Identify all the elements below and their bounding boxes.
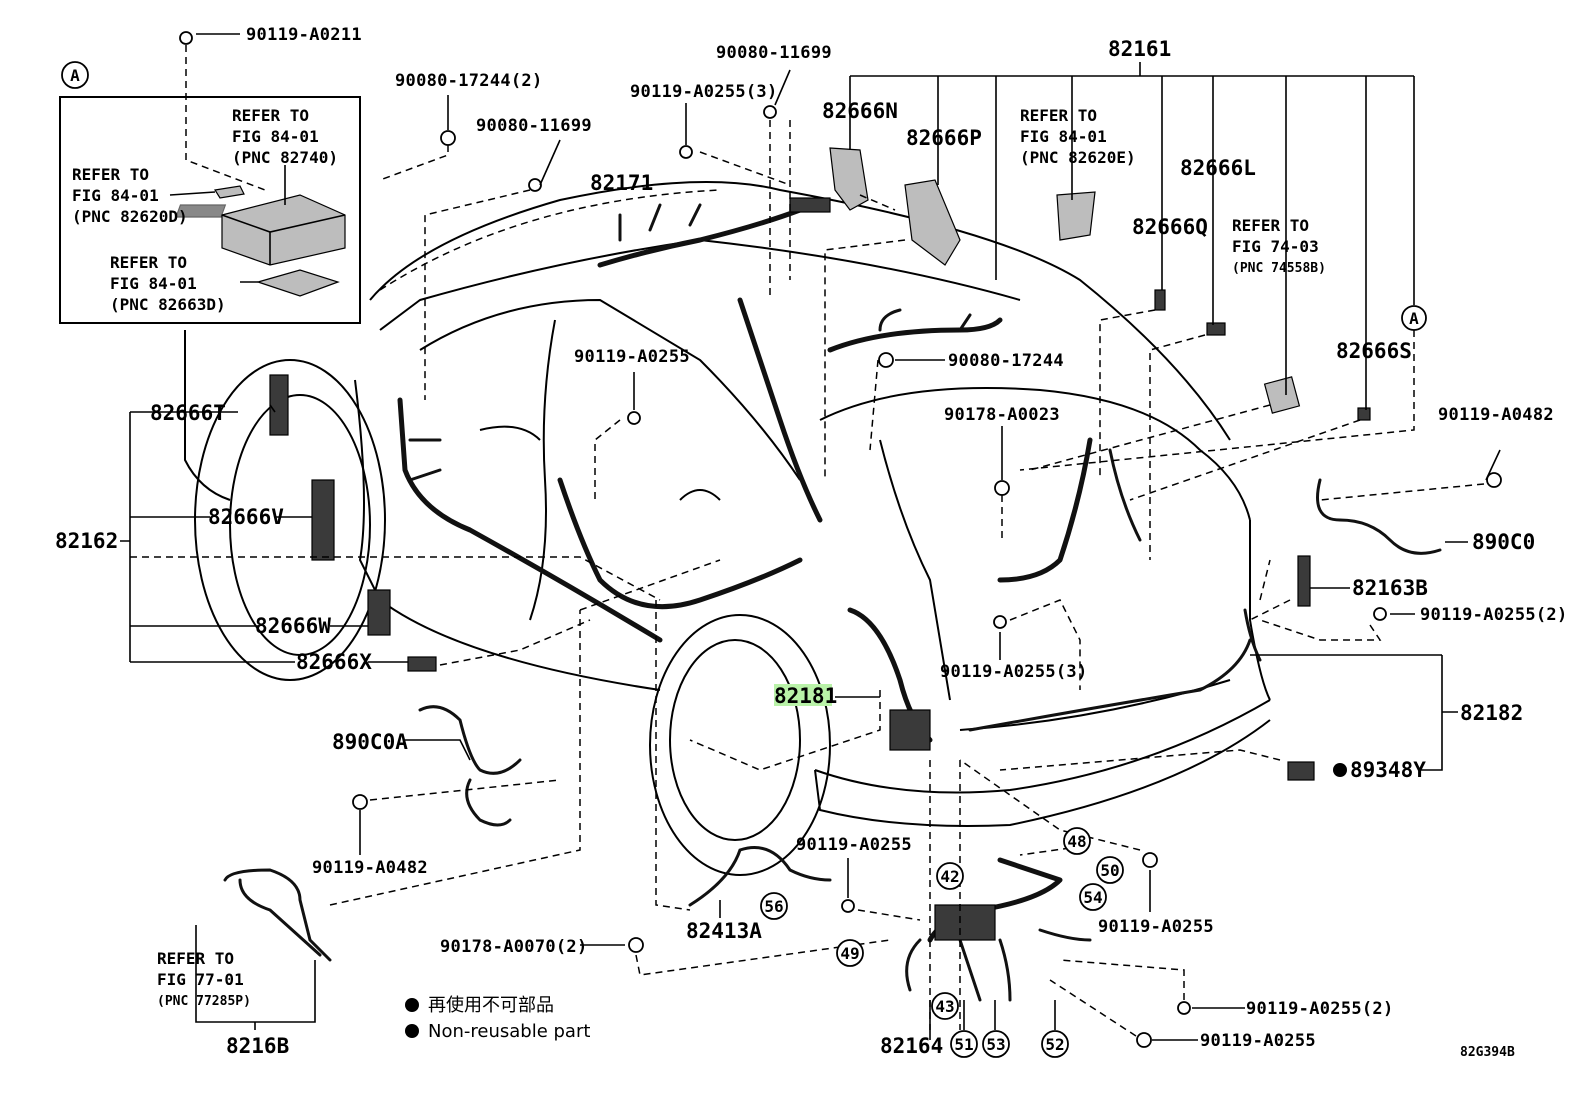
circle-56: 56 — [764, 897, 783, 916]
refer-74558B: REFER TO FIG 74-03 (PNC 74558B) — [1232, 216, 1328, 276]
label-90080-11699-a: 90080-11699 — [476, 116, 592, 136]
leader-lines — [120, 33, 1501, 1041]
inset-ref-82740: REFER TO FIG 84-01 (PNC 82740) — [232, 106, 338, 167]
label-90119-A0482-right: 90119-A0482 — [1438, 405, 1554, 425]
legend: 再使用不可部品 Non-reusable part — [405, 995, 590, 1042]
inset-detail-a: A REFER TO FIG 84-01 (PNC 82740) REFER T… — [59, 61, 361, 324]
label-82666S: 82666S — [1336, 339, 1412, 363]
label-90119-A0255-3-mid: 90119-A0255(3) — [940, 662, 1088, 682]
label-90119-A0255-3-top: 90119-A0255(3) — [630, 82, 778, 102]
label-90119-A0255-low: 90119-A0255 — [796, 835, 912, 855]
legend-dot-jp — [405, 998, 419, 1012]
label-890C0A: 890C0A — [332, 730, 408, 754]
label-82171: 82171 — [590, 171, 653, 195]
label-82666N: 82666N — [822, 99, 898, 123]
circle-48: 48 — [1067, 832, 1086, 851]
circle-42: 42 — [940, 867, 959, 886]
label-890C0: 890C0 — [1472, 530, 1535, 554]
circle-52: 52 — [1045, 1035, 1064, 1054]
legend-en: Non-reusable part — [428, 1021, 590, 1042]
label-82164: 82164 — [880, 1034, 943, 1058]
label-82666T: 82666T — [150, 401, 226, 425]
label-82666P: 82666P — [906, 126, 982, 150]
label-82666W: 82666W — [255, 614, 331, 638]
label-90080-17244: 90080-17244 — [948, 351, 1064, 371]
legend-jp: 再使用不可部品 — [428, 995, 554, 1016]
label-82161: 82161 — [1108, 37, 1171, 61]
wire-harnesses — [223, 197, 1442, 1002]
label-90119-A0255-mid: 90119-A0255 — [574, 347, 690, 367]
label-90119-A0255-bottom: 90119-A0255 — [1200, 1031, 1316, 1051]
marker-a-right-circle — [1401, 305, 1427, 331]
vehicle-body-outline — [184, 181, 1271, 876]
inset-ref-82620D: REFER TO FIG 84-01 (PNC 82620D) — [72, 165, 188, 226]
circle-53: 53 — [986, 1035, 1005, 1054]
marker-a-right: A — [1409, 309, 1419, 328]
non-reusable-dot — [1333, 763, 1347, 777]
label-82163B: 82163B — [1352, 576, 1428, 600]
label-90119-A0255-low-right: 90119-A0255 — [1098, 917, 1214, 937]
label-82666Q: 82666Q — [1132, 215, 1208, 239]
circled-numbers: 48 42 50 54 56 49 43 51 53 52 — [760, 827, 1124, 1058]
label-82666X: 82666X — [296, 650, 372, 674]
diagram-code: 82G394B — [1460, 1045, 1515, 1060]
refer-77285P: REFER TO FIG 77-01 (PNC 77285P) — [157, 949, 253, 1009]
inset-marker: A — [70, 66, 80, 85]
highlight-82181 — [774, 684, 832, 706]
legend-dot-en — [405, 1024, 419, 1038]
label-82181: 82181 — [774, 684, 837, 708]
circle-54: 54 — [1083, 888, 1102, 907]
label-82666V: 82666V — [208, 505, 284, 529]
label-90178-A0023: 90178-A0023 — [944, 405, 1060, 425]
circle-49: 49 — [840, 944, 859, 963]
inset-marker-circle — [61, 61, 89, 89]
label-82666L: 82666L — [1180, 156, 1256, 180]
small-parts — [179, 31, 1502, 1048]
label-89348Y: 89348Y — [1350, 758, 1426, 782]
label-8216B: 8216B — [226, 1034, 289, 1058]
label-90178-A0070-2: 90178-A0070(2) — [440, 937, 588, 957]
label-90119-A0255-2-bottom: 90119-A0255(2) — [1246, 999, 1394, 1019]
label-90080-17244-2: 90080-17244(2) — [395, 71, 543, 91]
label-82182: 82182 — [1460, 701, 1523, 725]
refer-to-notes: REFER TO FIG 84-01 (PNC 82620E) REFER TO… — [157, 106, 1427, 1009]
label-90119-A0255-2-right: 90119-A0255(2) — [1420, 605, 1568, 625]
label-90080-11699-b: 90080-11699 — [716, 43, 832, 63]
circle-51: 51 — [954, 1035, 973, 1054]
circle-43: 43 — [935, 997, 954, 1016]
inset-ref-82663D: REFER TO FIG 84-01 (PNC 82663D) — [110, 253, 226, 314]
label-90119-A0482-left: 90119-A0482 — [312, 858, 428, 878]
ecu-module — [175, 185, 346, 297]
label-90119-A0211: 90119-A0211 — [246, 25, 362, 45]
part-labels: 90119-A0211 90080-17244(2) 90080-11699 9… — [55, 25, 1568, 1060]
label-82413A: 82413A — [686, 919, 762, 943]
inset-frame — [59, 96, 361, 324]
label-82162: 82162 — [55, 529, 118, 553]
refer-82620E: REFER TO FIG 84-01 (PNC 82620E) — [1020, 106, 1136, 167]
circle-50: 50 — [1100, 861, 1119, 880]
